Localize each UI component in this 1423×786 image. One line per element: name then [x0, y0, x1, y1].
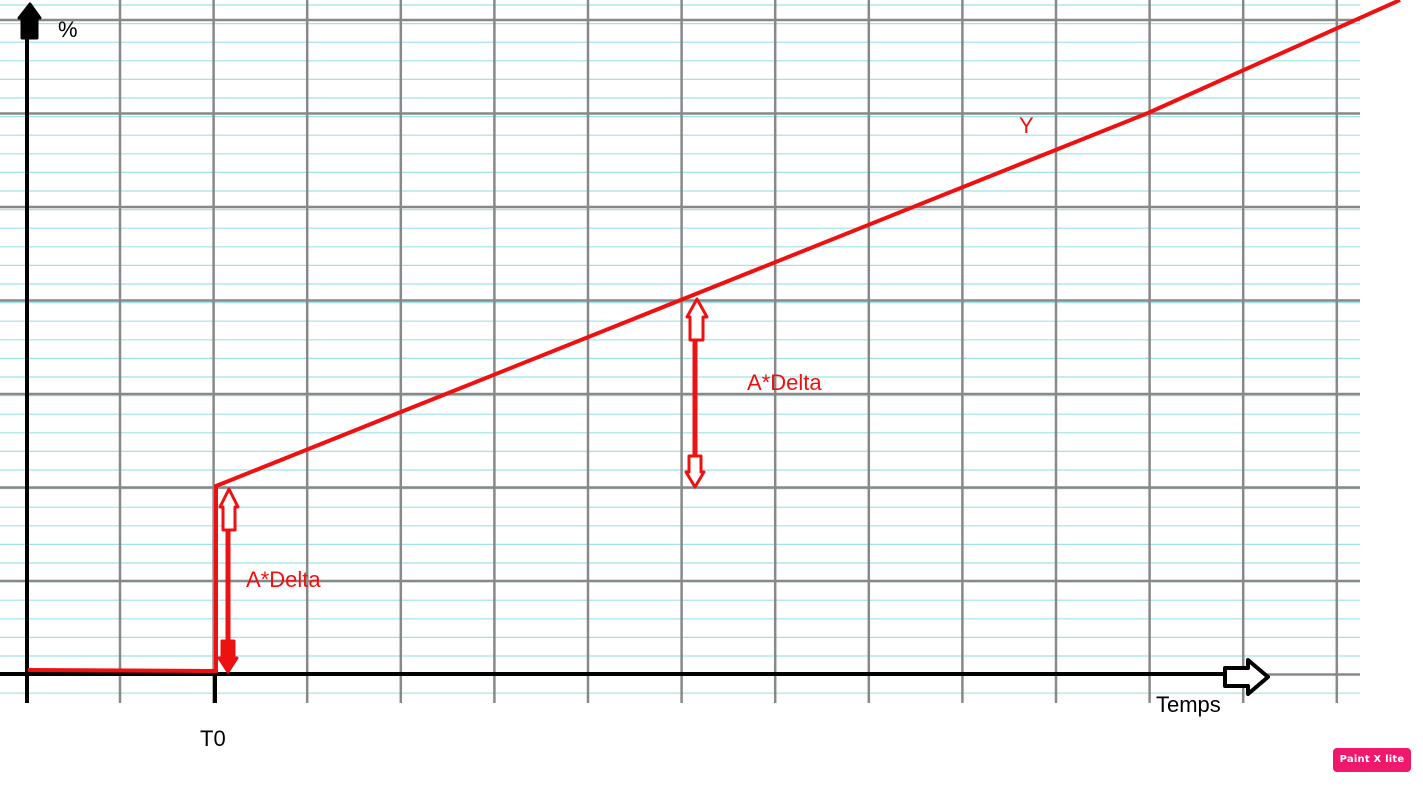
arrow-down-icon [684, 454, 706, 489]
slope-label: A*Delta [747, 370, 822, 395]
arrow-up-icon [685, 297, 709, 342]
watermark-badge: Paint X lite [1333, 748, 1411, 772]
arrow-down-icon [217, 639, 239, 674]
y-axis-arrow-icon [17, 2, 42, 40]
curve-y [27, 0, 1401, 674]
t0-label: T0 [200, 726, 226, 751]
minor-grid [0, 4, 1360, 694]
y-axis-label: % [58, 17, 78, 42]
x-axis-label: Temps [1156, 692, 1221, 717]
major-grid [0, 0, 1360, 703]
jump-double-arrow [217, 487, 240, 674]
slope-double-arrow [684, 297, 709, 489]
curve-label: Y [1019, 113, 1034, 138]
jump-label: A*Delta [246, 567, 321, 592]
arrow-up-icon [218, 487, 240, 532]
x-axis-arrow-icon [1223, 658, 1270, 696]
